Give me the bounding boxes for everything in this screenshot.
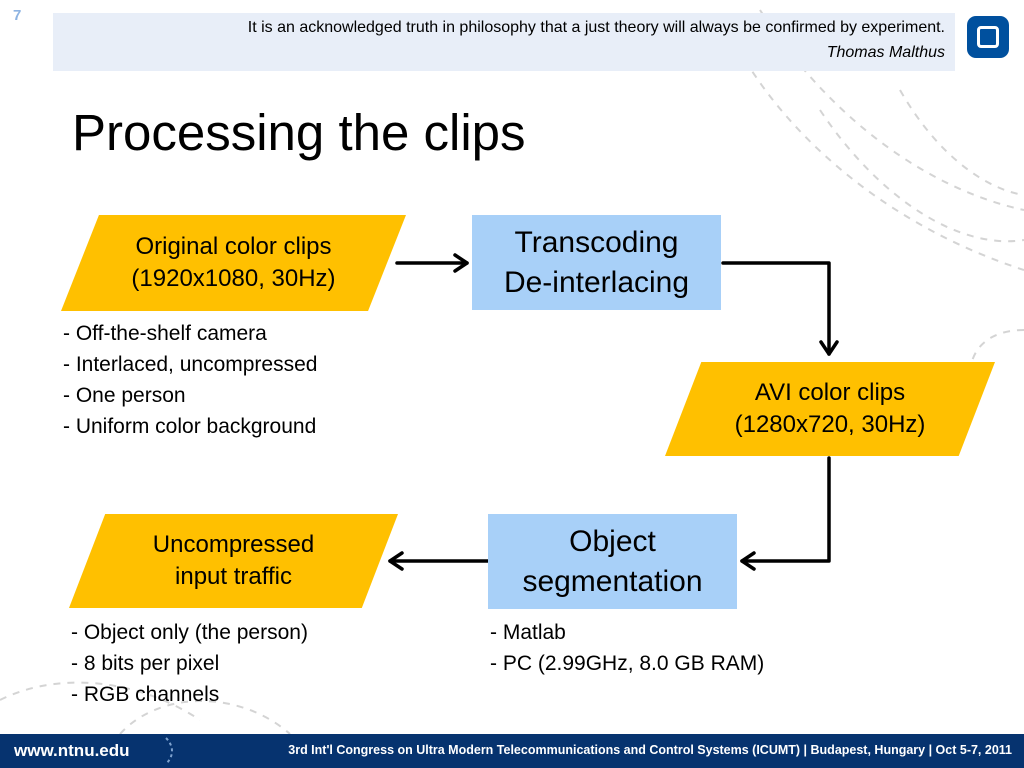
list-item: - RGB channels [71, 683, 220, 706]
uncompressed-traffic-line1: Uncompressed [152, 531, 315, 558]
slide-title: Processing the clips [72, 104, 526, 161]
footer-conference: 3rd Int'l Congress on Ultra Modern Telec… [288, 743, 1012, 757]
avi-clips-line1: AVI color clips [754, 379, 906, 406]
list-item: - Object only (the person) [71, 621, 308, 644]
list-item: - Matlab [490, 621, 566, 644]
list-item: - 8 bits per pixel [71, 652, 220, 675]
footer-divider [165, 737, 173, 765]
quote-box: It is an acknowledged truth in philosoph… [53, 13, 955, 71]
camera-notes: - Off-the-shelf camera - Interlaced, unc… [63, 318, 317, 442]
object-segmentation-line1: Object [569, 524, 656, 558]
quote-author: Thomas Malthus [826, 44, 945, 61]
original-clips-line1: Original color clips [135, 233, 332, 260]
uncompressed-traffic-shape: Uncompressed input traffic [69, 514, 398, 608]
list-item: - PC (2.99GHz, 8.0 GB RAM) [490, 652, 765, 675]
original-clips-line2: (1920x1080, 30Hz) [131, 265, 336, 292]
avi-clips-shape: AVI color clips (1280x720, 30Hz) [665, 362, 995, 456]
segmentation-notes: - Matlab - PC (2.99GHz, 8.0 GB RAM) [490, 617, 764, 679]
uncompressed-traffic-line2: input traffic [175, 563, 292, 590]
footer-url[interactable]: www.ntnu.edu [14, 741, 130, 760]
avi-clips-line2: (1280x720, 30Hz) [734, 411, 926, 438]
list-item: - One person [63, 384, 186, 407]
quote-text: It is an acknowledged truth in philosoph… [247, 19, 945, 36]
list-item: - Off-the-shelf camera [63, 322, 267, 345]
object-segmentation-box: Object segmentation [488, 514, 737, 609]
ntnu-logo [967, 16, 1009, 58]
traffic-notes: - Object only (the person) - 8 bits per … [71, 617, 308, 710]
list-item: - Uniform color background [63, 415, 317, 438]
list-item: - Interlaced, uncompressed [63, 353, 318, 376]
transcoding-line1: Transcoding [514, 225, 679, 259]
slide-number: 7 [13, 7, 22, 24]
original-clips-shape: Original color clips (1920x1080, 30Hz) [61, 215, 406, 311]
transcoding-line2: De-interlacing [503, 265, 690, 299]
footer-bar: www.ntnu.edu 3rd Int'l Congress on Ultra… [0, 734, 1024, 768]
object-segmentation-line2: segmentation [522, 564, 703, 598]
